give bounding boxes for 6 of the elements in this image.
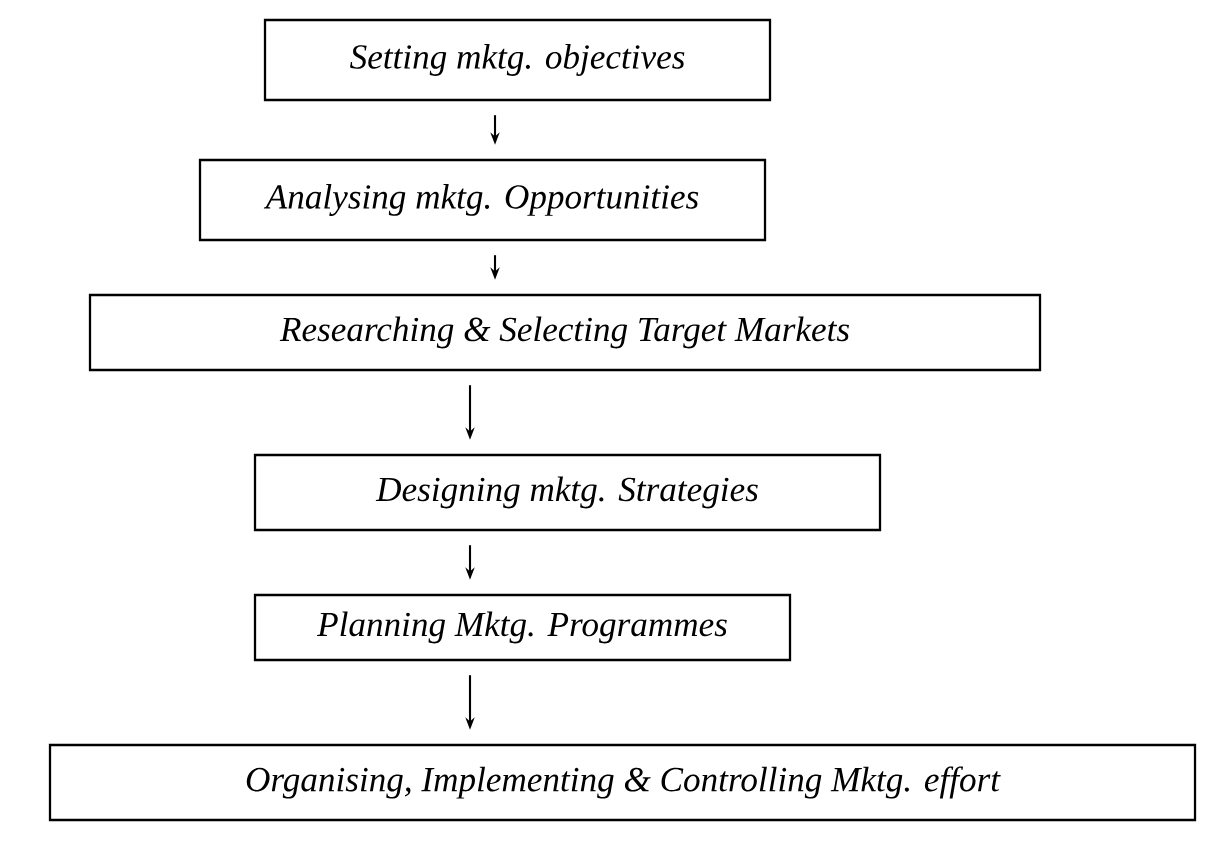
process-box: Organising, Implementing & Controlling Mktg. effort xyxy=(48,743,1197,822)
process-box: Planning Mktg. Programmes xyxy=(253,593,792,662)
process-box: Analysing mktg. Opportunities xyxy=(198,158,767,242)
process-box: Setting mktg. objectives xyxy=(263,18,772,102)
process-box: Designing mktg. Strategies xyxy=(253,453,882,532)
process-box: Researching & Selecting Target Markets xyxy=(88,293,1042,372)
